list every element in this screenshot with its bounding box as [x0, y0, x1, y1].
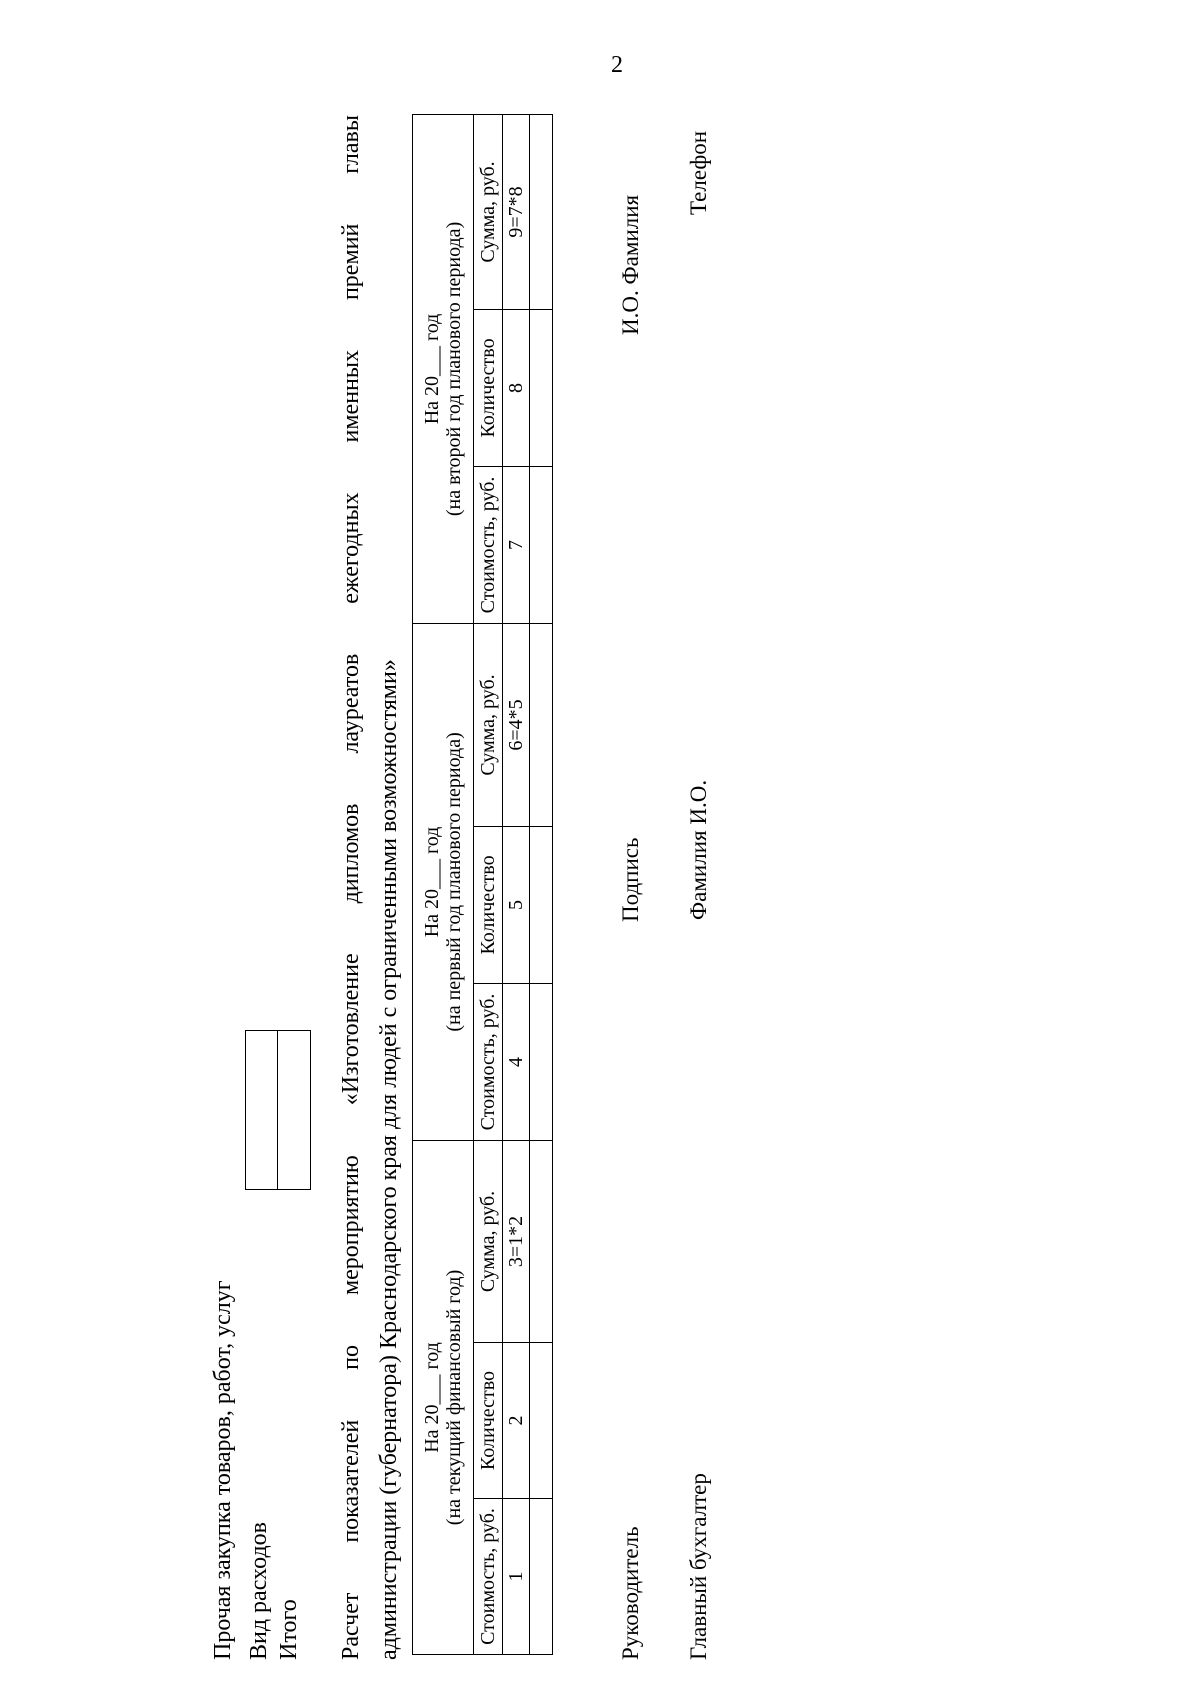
paragraph-word: ежегодных [338, 492, 364, 604]
paragraph-line-1: Расчет показателей по мероприятию «Изгот… [332, 115, 370, 1660]
table-cell [529, 826, 553, 984]
column-header-quantity: Количество [473, 826, 503, 984]
year-label: На 20___ год [421, 826, 443, 938]
paragraph-word: Расчет [338, 1592, 364, 1660]
rotated-content: Прочая закупка товаров, работ, услуг Вид… [200, 100, 1200, 1660]
table-cell [529, 1342, 553, 1499]
column-number: 4 [502, 983, 530, 1141]
table-cell [529, 623, 553, 827]
column-number: 9=7*8 [502, 114, 530, 310]
table-cell [529, 1140, 553, 1343]
expense-type-box [245, 1030, 311, 1190]
column-header-sum: Сумма, руб. [473, 1140, 503, 1343]
signature-label: Подпись [618, 837, 643, 922]
accountant-label: Главный бухгалтер [686, 1473, 711, 1660]
year-label: На 20___ год [421, 313, 443, 425]
page-number: 2 [611, 52, 623, 78]
column-header-cost: Стоимость, руб. [473, 983, 503, 1141]
head-label: Руководитель [618, 1526, 643, 1660]
column-number: 1 [502, 1498, 530, 1655]
paragraph-word: по [338, 1344, 364, 1370]
column-number: 3=1*2 [502, 1140, 530, 1343]
accountant-name: Фамилия И.О. [686, 779, 711, 920]
column-header-quantity: Количество [473, 1342, 503, 1499]
paragraph-word: показателей [338, 1419, 364, 1543]
table-cell [529, 114, 553, 310]
period-label: (на текущий финансовый год) [443, 1269, 465, 1526]
paragraph-word: именных [338, 349, 364, 443]
table-cell [529, 1498, 553, 1655]
table-empty-row [529, 114, 553, 1655]
head-name: И.О. Фамилия [618, 194, 643, 335]
calculation-paragraph: Расчет показателей по мероприятию «Изгот… [332, 115, 408, 1660]
phone-label: Телефон [686, 130, 711, 215]
year-header-second-plan: На 20___ год (на второй год планового пе… [412, 114, 474, 624]
paragraph-line-2: администрации (губернатора) Краснодарско… [376, 659, 402, 1660]
column-number: 2 [502, 1342, 530, 1499]
paragraph-word: главы [338, 115, 364, 174]
expense-type-box-divider [277, 1031, 278, 1189]
column-header-sum: Сумма, руб. [473, 623, 503, 827]
table-year-row: На 20___ год (на текущий финансовый год)… [412, 114, 474, 1655]
table-cell [529, 466, 553, 624]
column-number: 8 [502, 309, 530, 467]
column-number: 7 [502, 466, 530, 624]
table-column-header-row: Стоимость, руб. Количество Сумма, руб. С… [473, 114, 503, 1655]
column-number: 6=4*5 [502, 623, 530, 827]
purchase-line: Прочая закупка товаров, работ, услуг [210, 1280, 236, 1660]
column-header-cost: Стоимость, руб. [473, 466, 503, 624]
paragraph-word: лауреатов [338, 653, 364, 754]
calculation-table: На 20___ год (на текущий финансовый год)… [412, 114, 553, 1655]
year-label: На 20___ год [421, 1342, 443, 1453]
column-header-cost: Стоимость, руб. [473, 1498, 503, 1655]
paragraph-word: мероприятию [338, 1155, 364, 1296]
column-header-quantity: Количество [473, 309, 503, 467]
table-cell [529, 983, 553, 1141]
year-header-current: На 20___ год (на текущий финансовый год) [412, 1140, 474, 1655]
total-label: Итого [276, 1599, 302, 1660]
column-header-sum: Сумма, руб. [473, 114, 503, 310]
paragraph-word: дипломов [338, 803, 364, 904]
period-label: (на второй год планового периода) [443, 221, 465, 517]
paragraph-word: «Изготовление [338, 953, 364, 1106]
year-header-first-plan: На 20___ год (на первый год планового пе… [412, 623, 474, 1141]
paragraph-word: премий [338, 223, 364, 301]
column-number: 5 [502, 826, 530, 984]
expense-type-label: Вид расходов [246, 1522, 272, 1660]
table-number-row: 1 2 3=1*2 4 5 6=4*5 7 8 9=7*8 [502, 114, 530, 1655]
table-cell [529, 309, 553, 467]
period-label: (на первый год планового периода) [443, 732, 465, 1032]
